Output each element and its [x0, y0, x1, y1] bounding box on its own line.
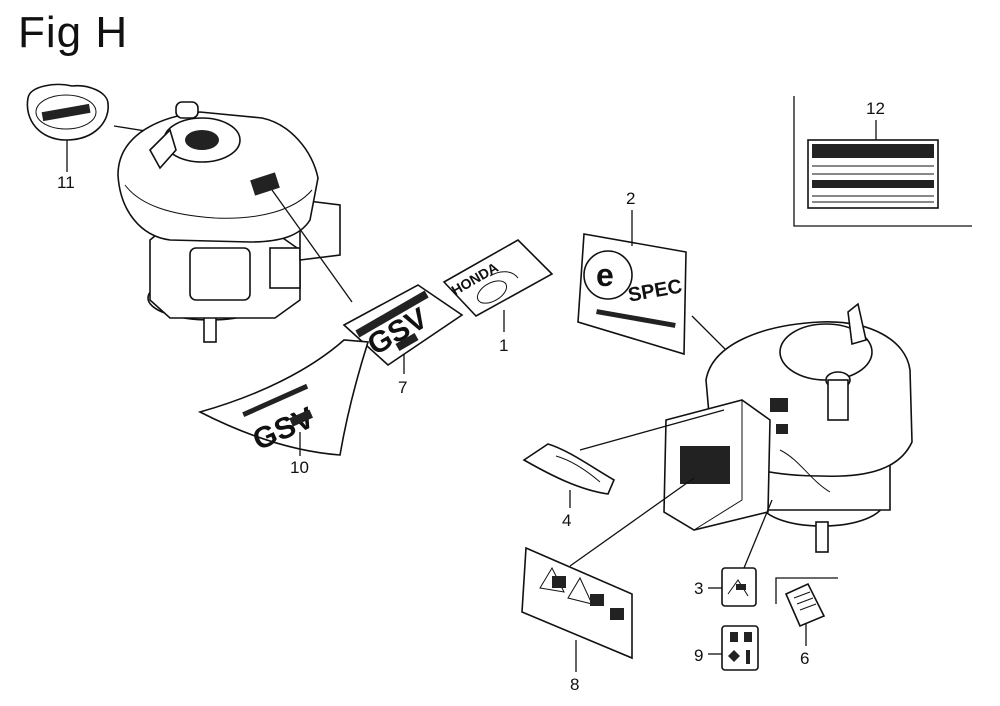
part-11-cap-label: [26, 83, 109, 141]
part-10-gsv-decal: GSV: [197, 339, 370, 457]
part-3-small-decal: [721, 567, 757, 607]
callout-10: 10: [290, 458, 309, 477]
callout-2: 2: [626, 189, 635, 208]
callout-11: 11: [57, 173, 75, 192]
muffler-guard: [663, 399, 771, 531]
callout-4: 4: [562, 511, 571, 530]
callout-1: 1: [499, 336, 508, 355]
part-9-choke-decal: [721, 625, 759, 671]
engine-left-icon: [117, 101, 341, 343]
espec-letter: e: [596, 257, 614, 293]
part-6-label: [775, 577, 838, 628]
figure-title: Fig H: [18, 8, 129, 57]
part-4-heat-label: [522, 443, 616, 495]
callout-3: 3: [694, 579, 703, 598]
leader-3b: [743, 499, 773, 569]
leader-8-to-muffler: [569, 477, 695, 567]
leader-7-to-engine: [271, 189, 353, 303]
callout-8: 8: [570, 675, 579, 694]
part-1-honda-label: HONDA: [442, 239, 554, 318]
leader-4-to-engine: [579, 409, 725, 451]
callout-7: 7: [398, 378, 407, 397]
callout-12: 12: [866, 99, 885, 118]
part-12-warning-label: [793, 96, 972, 227]
part-2-espec-label: e SPEC: [577, 233, 687, 356]
part-8-pictogram-label: [521, 546, 633, 660]
callout-6: 6: [800, 649, 809, 668]
callout-9: 9: [694, 646, 703, 665]
